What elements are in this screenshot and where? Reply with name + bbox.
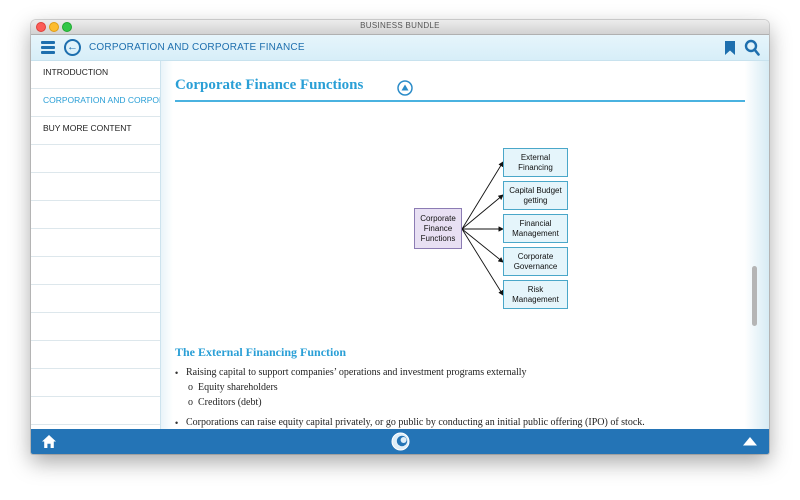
heading-divider (175, 100, 745, 102)
sidebar-item-label: CORPORATION AND CORPOR... (43, 95, 160, 105)
bullet-text: Corporations can raise equity capital pr… (186, 417, 645, 428)
window-title: BUSINESS BUNDLE (360, 21, 440, 30)
sidebar-item-label: BUY MORE CONTENT (43, 123, 132, 133)
sidebar-empty-row (31, 369, 160, 397)
sidebar-empty-row (31, 201, 160, 229)
connector-line (461, 161, 504, 230)
sidebar: INTRODUCTION CORPORATION AND CORPOR... B… (31, 61, 161, 429)
app-window: BUSINESS BUNDLE ← CORPORATION AND CORPOR… (31, 20, 769, 454)
bullet-text: Raising capital to support companies’ op… (186, 367, 527, 378)
connector-line (461, 228, 504, 296)
sidebar-item-label: INTRODUCTION (43, 67, 109, 77)
bottom-toolbar (31, 429, 769, 454)
scroll-up-icon[interactable] (397, 80, 413, 96)
page-title: Corporate Finance Functions (175, 77, 364, 93)
section-title: CORPORATION AND CORPORATE FINANCE (89, 42, 305, 53)
sidebar-empty-row (31, 257, 160, 285)
search-icon[interactable] (744, 39, 760, 56)
maximize-window-button[interactable] (62, 22, 72, 32)
hamburger-icon[interactable] (41, 41, 55, 54)
scrollbar-thumb[interactable] (752, 266, 757, 326)
sidebar-item-corporation[interactable]: CORPORATION AND CORPOR... (31, 89, 160, 117)
app-logo-icon[interactable] (391, 432, 410, 451)
connector-line (461, 194, 504, 230)
minimize-window-button[interactable] (49, 22, 59, 32)
sub-bullet-text: Creditors (debt) (198, 397, 262, 408)
sub-bullet-marker: o (188, 382, 193, 393)
back-arrow-icon[interactable]: ← (64, 39, 81, 56)
triangle-up-icon[interactable] (742, 436, 758, 446)
sub-bullet-text: Equity shareholders (198, 382, 278, 393)
bullet-marker: • (175, 418, 179, 428)
title-bar: BUSINESS BUNDLE (31, 20, 769, 35)
sidebar-item-buy-more-content[interactable]: BUY MORE CONTENT (31, 117, 160, 145)
connector-line (461, 228, 504, 263)
sidebar-empty-row (31, 397, 160, 425)
close-window-button[interactable] (36, 22, 46, 32)
sidebar-empty-row (31, 313, 160, 341)
sidebar-empty-row (31, 341, 160, 369)
sidebar-empty-row (31, 229, 160, 257)
sidebar-empty-row (31, 173, 160, 201)
app-toolbar: ← CORPORATION AND CORPORATE FINANCE (31, 35, 769, 61)
sidebar-empty-row (31, 145, 160, 173)
sub-bullet-marker: o (188, 397, 193, 408)
diagram-connectors (461, 161, 504, 296)
bullet-marker: • (175, 368, 179, 378)
section-subheading: The External Financing Function (175, 345, 347, 359)
sidebar-empty-row (31, 285, 160, 313)
bookmark-icon[interactable] (724, 40, 736, 56)
sidebar-item-introduction[interactable]: INTRODUCTION (31, 61, 160, 89)
home-icon[interactable] (41, 434, 57, 449)
